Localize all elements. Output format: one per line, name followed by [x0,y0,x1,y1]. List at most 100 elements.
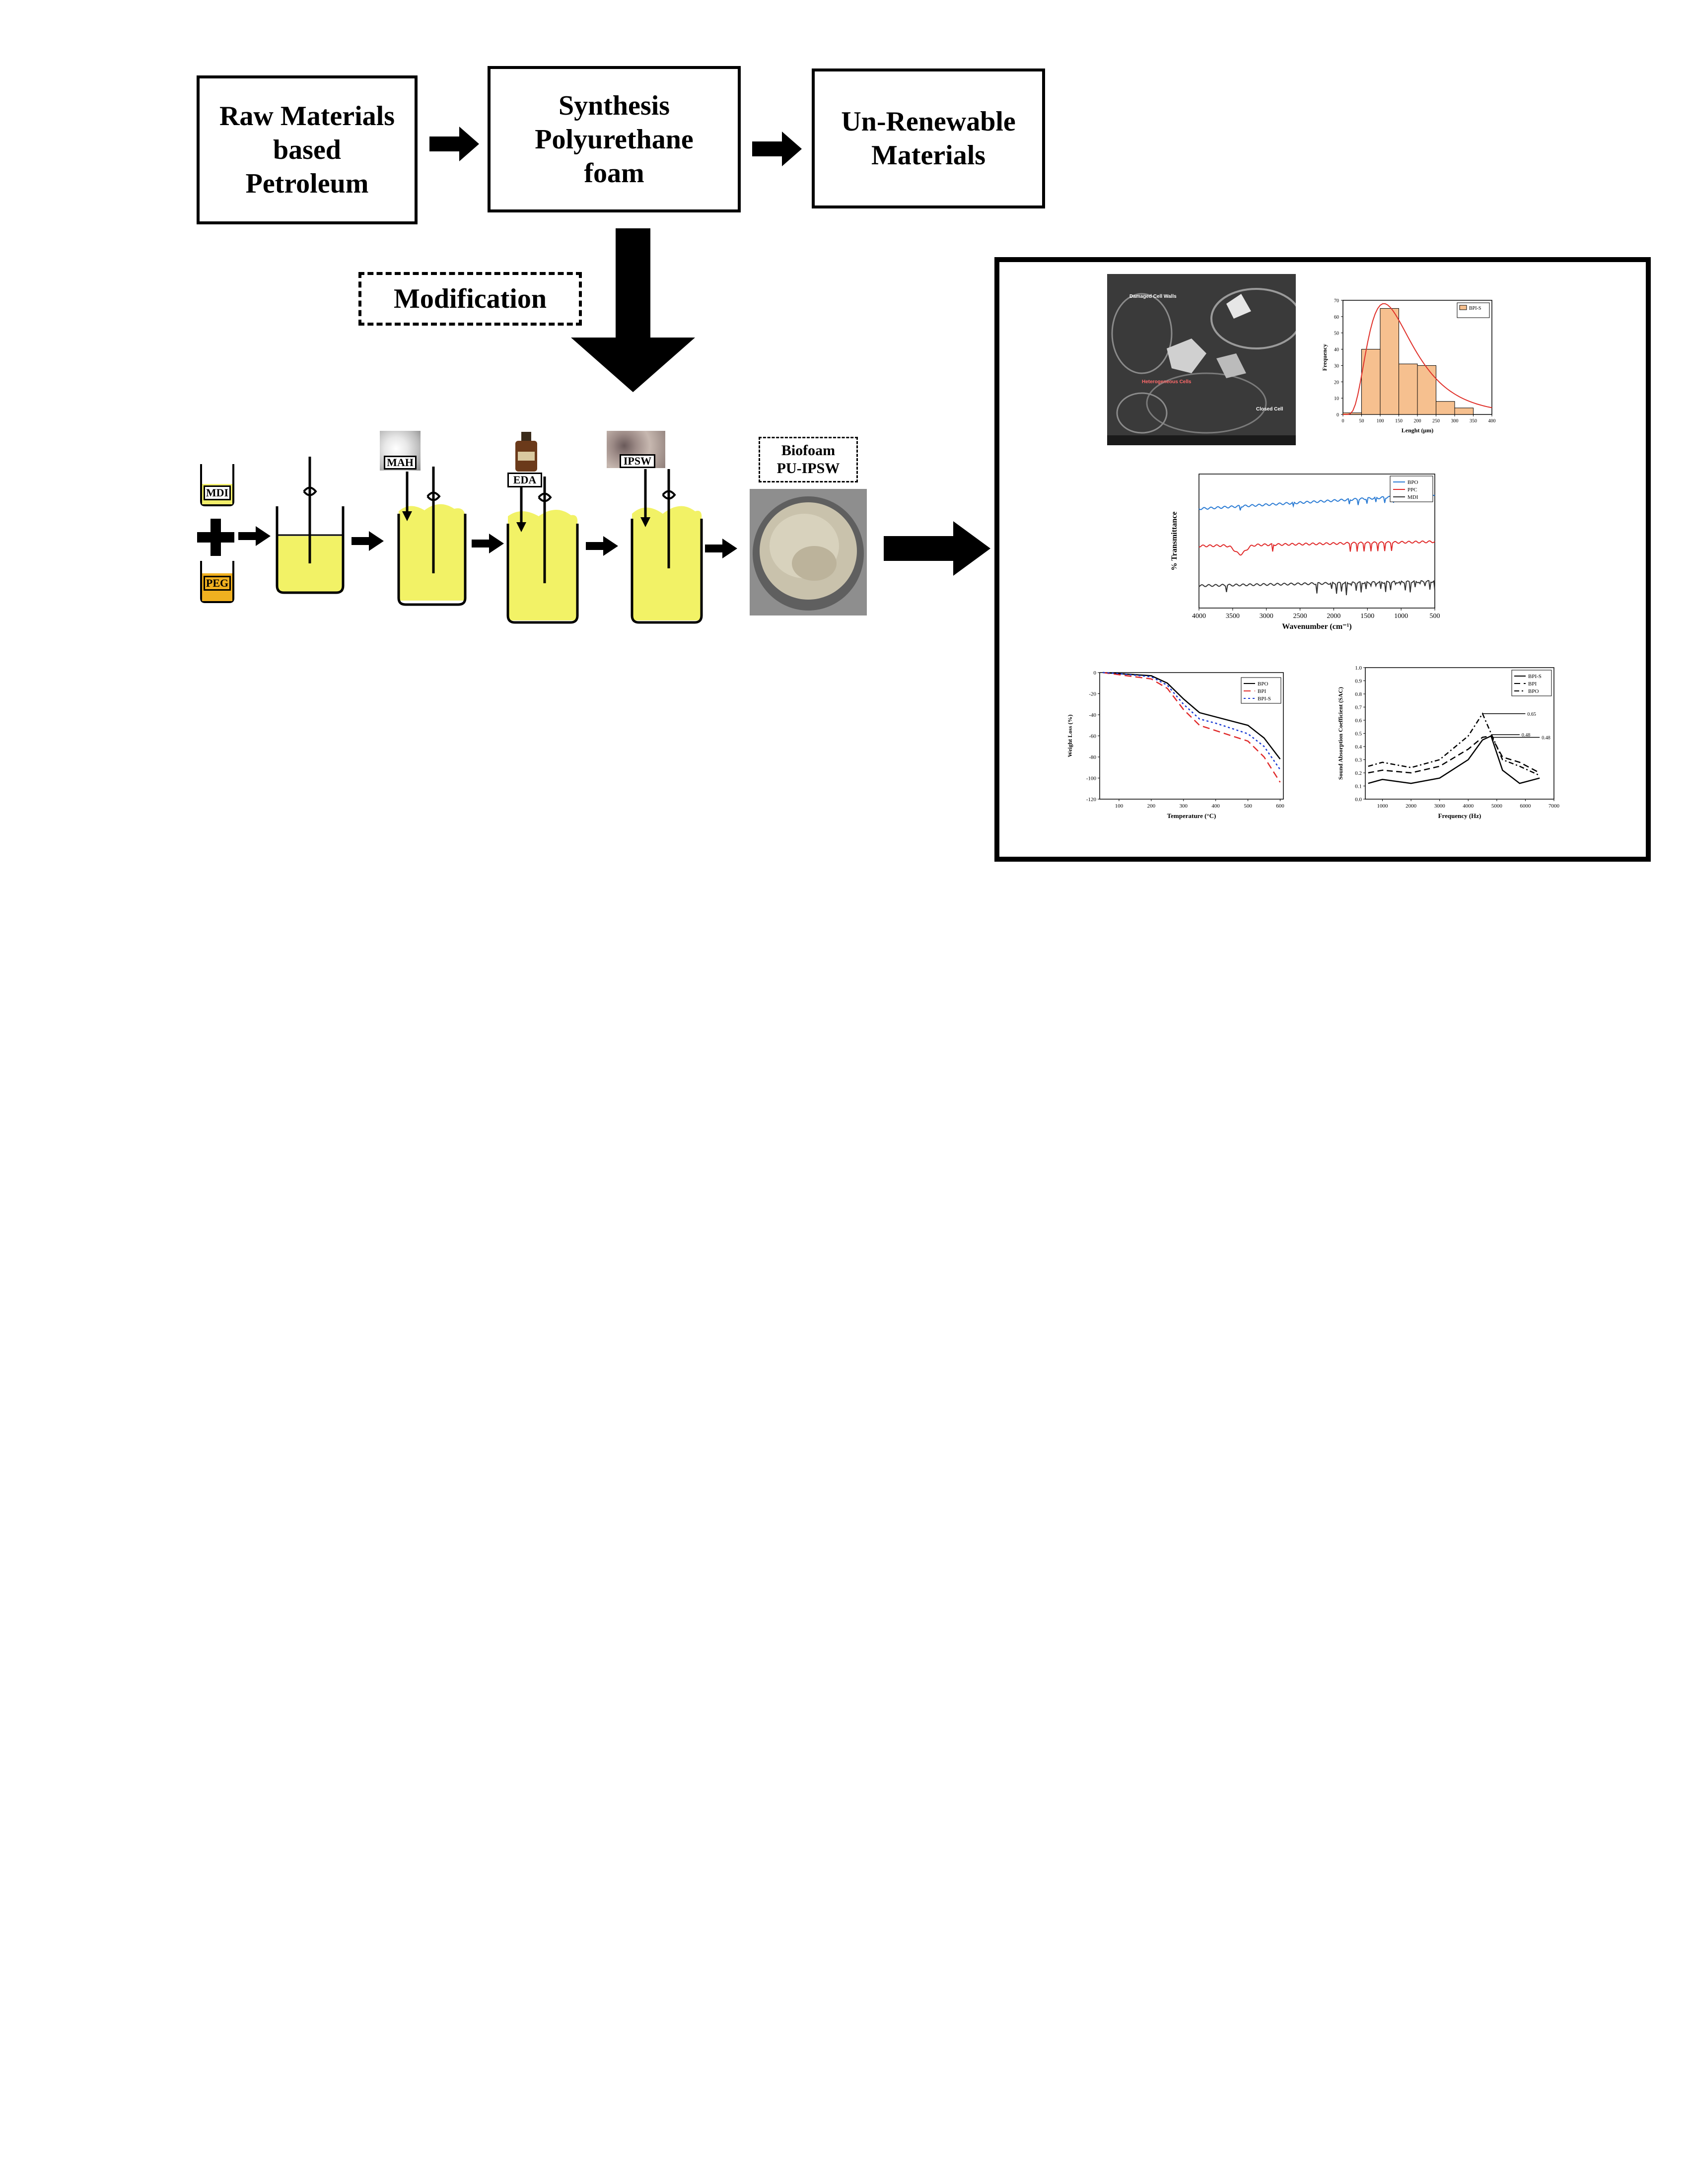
sound-ytick-label: 0.1 [1355,784,1362,790]
hist-ytick-label: 0 [1336,412,1339,418]
box1-line1: Raw Materials [219,101,395,132]
sound-ytick-label: 0.3 [1355,757,1362,763]
tga-xtick-label: 100 [1115,803,1124,809]
sound-ytick-label: 0.2 [1355,770,1362,776]
ftir-legend-label: MDI [1407,494,1418,500]
ftir-legend-label: PPC [1407,487,1417,493]
box2-line3: foam [584,158,644,189]
hist-ytick-label: 40 [1334,347,1339,353]
tga-xtick-label: 300 [1180,803,1188,809]
sound-ytick-label: 0.5 [1355,731,1362,737]
biofoam-sub: PU-IPSW [777,460,840,477]
ftir-xtick-label: 1500 [1360,613,1374,620]
box2-line1: Synthesis [559,90,670,121]
sound-ytick-label: 1.0 [1355,665,1362,671]
box2-line2: Polyurethane [535,124,693,155]
hist-xtick-label: 100 [1377,418,1384,424]
sound-annot-1: 0.65 [1527,712,1536,717]
sem-label-heterogeneous: Heterogeneous Cells [1142,379,1192,385]
biofoam-title: Biofoam [781,442,835,459]
synthesis-box: Synthesis Polyurethane foam [488,66,741,212]
tga-ylabel: Weight Loss (%) [1066,714,1073,757]
sound-xtick-label: 6000 [1520,803,1531,809]
mdi-label: MDI [204,485,231,500]
sem-label-damaged: Damaged Cell Walls [1129,294,1177,299]
hist-xtick-label: 150 [1395,418,1403,424]
hist-bar [1380,308,1399,414]
sound-xtick-label: 4000 [1463,803,1474,809]
hist-xtick-label: 200 [1414,418,1421,424]
sound-legend-label: BPI [1528,681,1537,687]
hist-xtick-label: 300 [1451,418,1459,424]
hist-xlabel: Lenght (μm) [1402,427,1433,434]
biofoam-photo [750,489,867,615]
hist-xtick-label: 250 [1432,418,1440,424]
tga-ytick-label: 0 [1094,670,1097,676]
mixing-beaker-2 [395,467,469,608]
sem-label-closed: Closed Cell [1256,407,1283,412]
tga-legend-label: BPI [1258,688,1266,694]
hist-bar [1455,408,1474,414]
hist-bar [1399,364,1418,414]
sound-legend-label: BPO [1528,688,1539,694]
hist-ytick-label: 50 [1334,331,1339,337]
sound-ytick-label: 0.8 [1355,691,1362,697]
ftir-legend-label: BPO [1407,479,1418,485]
hist-ytick-label: 30 [1334,363,1339,369]
arrow-to-panel [884,521,990,576]
tga-legend-label: BPI-S [1258,696,1271,702]
mixing-beaker-4 [628,469,705,625]
tga-xtick-label: 500 [1244,803,1252,809]
sound-ylabel: Sound Absorption Coefficient (SAC) [1337,687,1344,780]
arrow-small-4 [586,536,618,556]
box1-line3: Petroleum [246,168,369,199]
modification-box: Modification [358,272,582,326]
ftir-ylabel: % Transmittance [1170,512,1179,571]
hist-ytick-label: 60 [1334,315,1339,320]
ftir-xlabel: Wavenumber (cm⁻¹) [1282,622,1351,631]
sound-series-bpi-s [1368,736,1540,783]
sound-xtick-label: 5000 [1491,803,1503,809]
tga-ytick-label: -100 [1086,776,1097,782]
mixing-beaker-3 [504,477,581,625]
hist-legend-label: BPI-S [1469,306,1481,311]
ftir-xtick-label: 4000 [1192,613,1206,620]
arrow-right-1 [429,127,479,161]
biofoam-label-box: Biofoam PU-IPSW [759,437,858,482]
ftir-chart: 4000350030002500200015001000500BPOPPCMDI… [1162,467,1450,635]
ftir-series-ppc [1199,541,1435,555]
sem-image: Damaged Cell Walls Heterogeneous Cells C… [1107,274,1296,445]
tga-xtick-label: 200 [1147,803,1156,809]
ftir-xtick-label: 500 [1430,613,1440,620]
eda-bottle-icon [514,432,539,473]
mixing-beaker-1 [274,457,346,596]
sound-xtick-label: 1000 [1377,803,1389,809]
raw-materials-box: Raw Materials based Petroleum [197,75,418,224]
sound-xtick-label: 2000 [1406,803,1417,809]
ftir-xtick-label: 2500 [1293,613,1307,620]
arrow-small-3 [472,534,504,553]
unrenewable-box: Un-Renewable Materials [812,68,1045,208]
sound-ytick-label: 0.6 [1355,718,1362,724]
box1-line2: based [273,135,341,165]
arrow-right-2 [752,132,802,166]
ftir-series-mdi [1199,581,1435,595]
histogram-chart: 010203040506070050100150200250300350400B… [1321,293,1509,442]
box3-line2: Materials [871,140,985,171]
tga-xtick-label: 600 [1276,803,1284,809]
tga-ytick-label: -40 [1089,712,1096,718]
hist-ytick-label: 10 [1334,396,1339,402]
ftir-xtick-label: 1000 [1394,613,1408,620]
tga-ytick-label: -80 [1089,754,1096,760]
sound-series-bpi [1368,736,1540,773]
sound-ytick-label: 0.0 [1355,797,1362,803]
sound-legend-label: BPI-S [1528,674,1542,680]
arrow-small-2 [352,531,384,551]
hist-xtick-label: 50 [1359,418,1364,424]
hist-bar [1436,402,1455,414]
modification-label: Modification [394,282,547,316]
ftir-xtick-label: 3500 [1226,613,1240,620]
ipsw-label: IPSW [620,454,655,468]
